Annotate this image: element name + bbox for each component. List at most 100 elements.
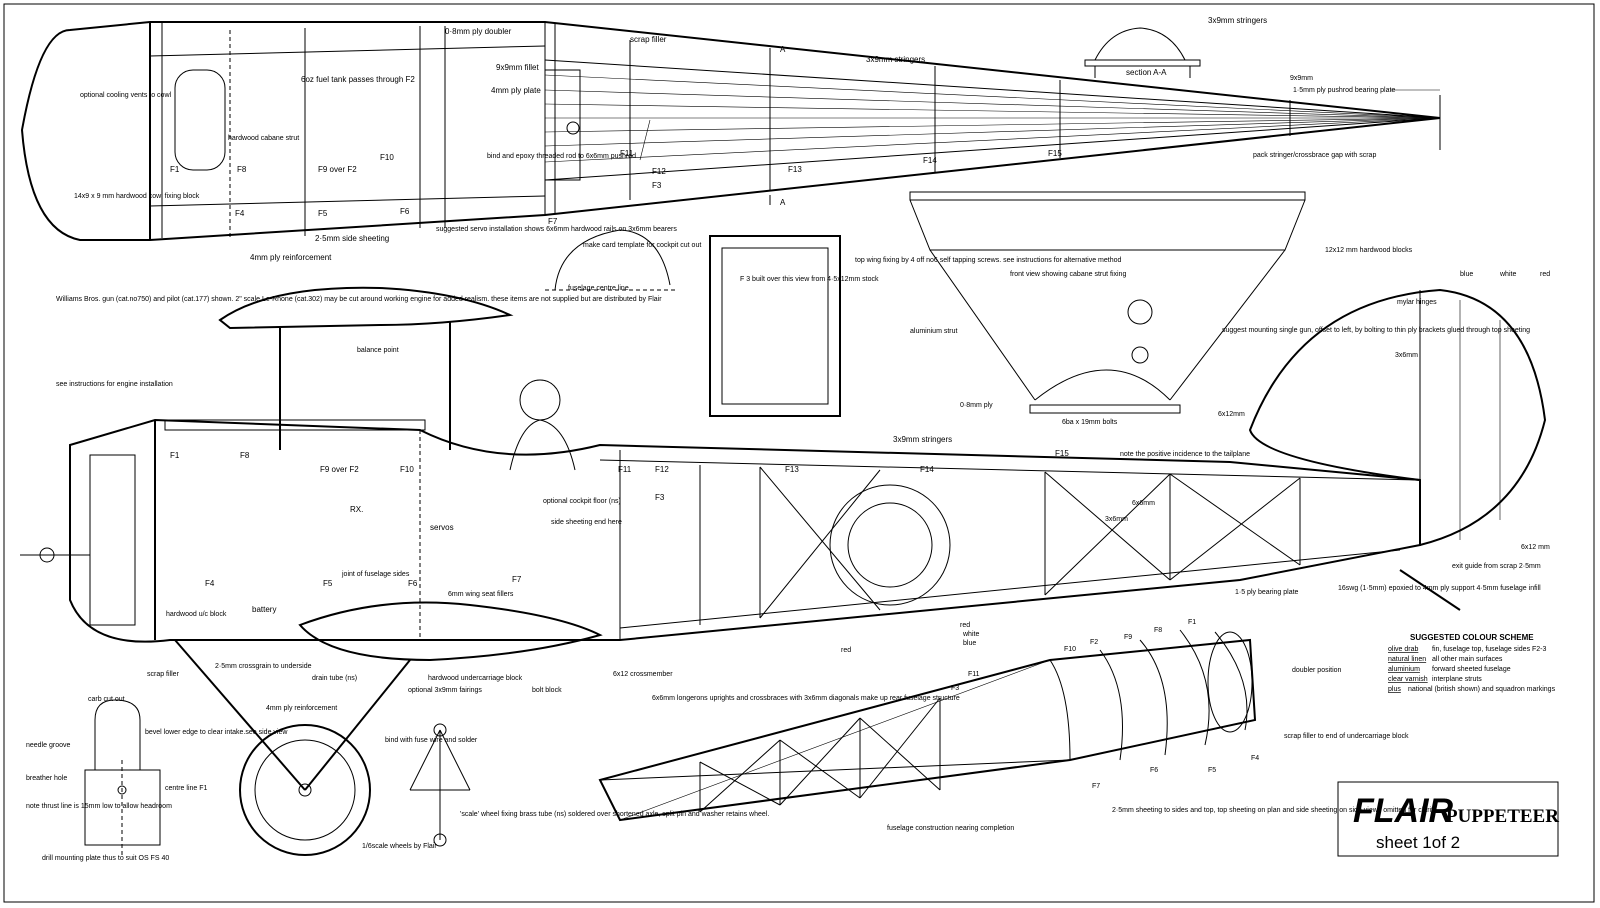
label-f3-box: F 3 built over this view from 4·5x12mm s… <box>740 276 879 283</box>
label-side-sheeting-end: side sheeting end here <box>551 519 622 526</box>
sheet-number: sheet 1of 2 <box>1376 833 1460 852</box>
label-ply-doubler: 0·8mm ply doubler <box>445 27 512 36</box>
label-pushrod-plate: 1·5mm ply pushrod bearing plate <box>1293 87 1395 94</box>
plan-station-f15: F15 <box>1048 149 1062 158</box>
model-name: PUPPETEER <box>1446 806 1559 827</box>
label-breather: breather hole <box>26 775 67 782</box>
label-servo-install: suggested servo installation shows 6x6mm… <box>436 226 677 233</box>
label-pushrod: bind and epoxy threaded rod to 6x6mm pus… <box>487 153 636 160</box>
label-bind-fuse: bind with fuse wire and solder <box>385 737 478 744</box>
label-drain-tube: drain tube (ns) <box>312 675 357 682</box>
former-f11: F11 <box>968 671 980 678</box>
label-section-a-top: A <box>780 45 786 54</box>
legend-blue: blue <box>1460 271 1473 278</box>
plan-station-f5: F5 <box>318 209 328 218</box>
former-f6: F6 <box>1150 767 1158 774</box>
label-balance-point: balance point <box>357 347 399 354</box>
label-cooling-vents: optional cooling vents to cowl <box>80 92 171 99</box>
label-aluminium-strut: aluminium strut <box>910 328 958 335</box>
colour-key-3: clear varnish <box>1388 676 1428 683</box>
label-rear-struct: 6x6mm longerons uprights and crossbraces… <box>652 695 960 702</box>
side-station-f3: F3 <box>655 493 665 502</box>
label-mounting-plate: drill mounting plate thus to suit OS FS … <box>42 855 169 862</box>
former-f2: F2 <box>1090 639 1098 646</box>
colour-val-3: interplane struts <box>1432 676 1482 683</box>
label-needle-groove: needle groove <box>26 742 70 749</box>
former-f10: F10 <box>1064 646 1076 653</box>
label-mylar: mylar hinges <box>1397 299 1437 306</box>
legend-white: white <box>1499 271 1516 278</box>
label-crossmember: 6x12 crossmember <box>613 671 673 678</box>
legend-red: red <box>1540 271 1550 278</box>
label-red-roundel: red <box>960 622 970 629</box>
plan-station-f10: F10 <box>380 153 394 162</box>
plan-station-f11: F11 <box>620 149 634 158</box>
colour-val-0: fin, fuselage top, fuselage sides F2-3 <box>1432 646 1547 653</box>
plan-station-f7: F7 <box>548 217 558 226</box>
fuselage-plan-labels: 0·8mm ply doubler scrap filler 3x9mm str… <box>74 16 1395 262</box>
plan-station-f6: F6 <box>400 207 410 216</box>
wheel-fixing-detail: 'scale' wheel fixing brass tube (ns) sol… <box>409 723 769 847</box>
label-side-sheeting: 2·5mm side sheeting <box>315 234 389 243</box>
label-section-stringers: 3x9mm stringers <box>1208 16 1267 25</box>
notes-left: Williams Bros. gun (cat.no750) and pilot… <box>56 296 662 388</box>
label-bolts: 6ba x 19mm bolts <box>1062 419 1118 426</box>
label-three-by-six: 3x6mm <box>1105 516 1128 523</box>
brand-logo: FLAIR <box>1353 792 1454 830</box>
label-swg: 16swg (1·5mm) epoxied to 4mm ply support… <box>1338 585 1541 592</box>
label-nine-by-nine: 9x9mm <box>1290 75 1313 82</box>
side-station-f1: F1 <box>170 451 180 460</box>
plan-station-f1: F1 <box>170 165 180 174</box>
label-blue-roundel: blue <box>963 640 976 647</box>
side-view-aircraft <box>20 286 1547 856</box>
colour-val-2: forward sheeted fuselage <box>1432 666 1511 673</box>
former-f3: F3 <box>951 685 959 692</box>
label-ply-bearing: 1·5 ply bearing plate <box>1235 589 1299 596</box>
label-six-by-twelve: 6x12mm <box>1218 411 1245 418</box>
label-wheel-fix: 'scale' wheel fixing brass tube (ns) sol… <box>460 811 769 818</box>
label-stringers-top: 3x9mm stringers <box>866 55 925 64</box>
cabane-front-view: top wing fixing by 4 off no6 self tappin… <box>855 191 1530 458</box>
label-cowl-block: 14x9 x 9 mm hardwood cowl fixing block <box>74 193 200 200</box>
side-station-f7: F7 <box>512 575 522 584</box>
side-station-f11: F11 <box>618 465 632 474</box>
label-fuselage-nearing: fuselage construction nearing completion <box>887 825 1014 832</box>
label-ply-plate: 4mm ply plate <box>491 86 541 95</box>
label-uc-block-hardwood: hardwood undercarriage block <box>428 675 523 682</box>
cockpit-template: make card template for cockpit cut out f… <box>545 229 701 292</box>
label-ply-08: 0·8mm ply <box>960 402 993 409</box>
side-station-f13: F13 <box>785 465 799 474</box>
colour-key-1: natural linen <box>1388 656 1426 663</box>
side-view-labels: F1 F8 F9 over F2 F10 F11 F12 F3 F13 F14 … <box>147 271 1550 744</box>
label-cabane-strut: hardwood cabane strut <box>228 135 299 142</box>
label-fuel-tank: 6oz fuel tank passes through F2 <box>301 75 415 84</box>
former-f9: F9 <box>1124 634 1132 641</box>
label-ply-reinforcement: 4mm ply reinforcement <box>250 253 332 262</box>
label-crossgrain: 2·5mm crossgrain to underside <box>215 663 312 670</box>
plan-station-f8: F8 <box>237 165 247 174</box>
label-wing-seat: 6mm wing seat fillers <box>448 591 514 598</box>
label-battery: battery <box>252 605 276 614</box>
label-bevel: bevel lower edge to clear intake.see sid… <box>145 729 288 736</box>
sheet-border <box>3 3 1595 903</box>
plan-station-f13: F13 <box>788 165 802 174</box>
former-f7: F7 <box>1092 783 1100 790</box>
side-station-f8: F8 <box>240 451 250 460</box>
former-f8: F8 <box>1154 627 1162 634</box>
side-station-f10: F10 <box>400 465 414 474</box>
engine-mount-detail: carb cut out needle groove bevel lower e… <box>26 696 437 862</box>
label-fairings: optional 3x9mm fairings <box>408 687 482 694</box>
label-scrap-filler-side: scrap filler <box>147 671 180 678</box>
colour-scheme: SUGGESTED COLOUR SCHEME olive drab fin, … <box>1388 633 1556 693</box>
title-block: FLAIR PUPPETEER sheet 1of 2 <box>1337 781 1559 857</box>
former-f4: F4 <box>1251 755 1259 762</box>
label-joint: joint of fuselage sides <box>341 571 410 578</box>
label-front-view: front view showing cabane strut fixing <box>1010 271 1126 278</box>
side-station-f4: F4 <box>205 579 215 588</box>
label-side-stringers: 3x9mm stringers <box>893 435 952 444</box>
side-station-f15: F15 <box>1055 449 1069 458</box>
plan-station-f9: F9 over F2 <box>318 165 357 174</box>
label-carb-cut: carb cut out <box>88 696 125 703</box>
label-uc-block: hardwood u/c block <box>166 611 227 618</box>
